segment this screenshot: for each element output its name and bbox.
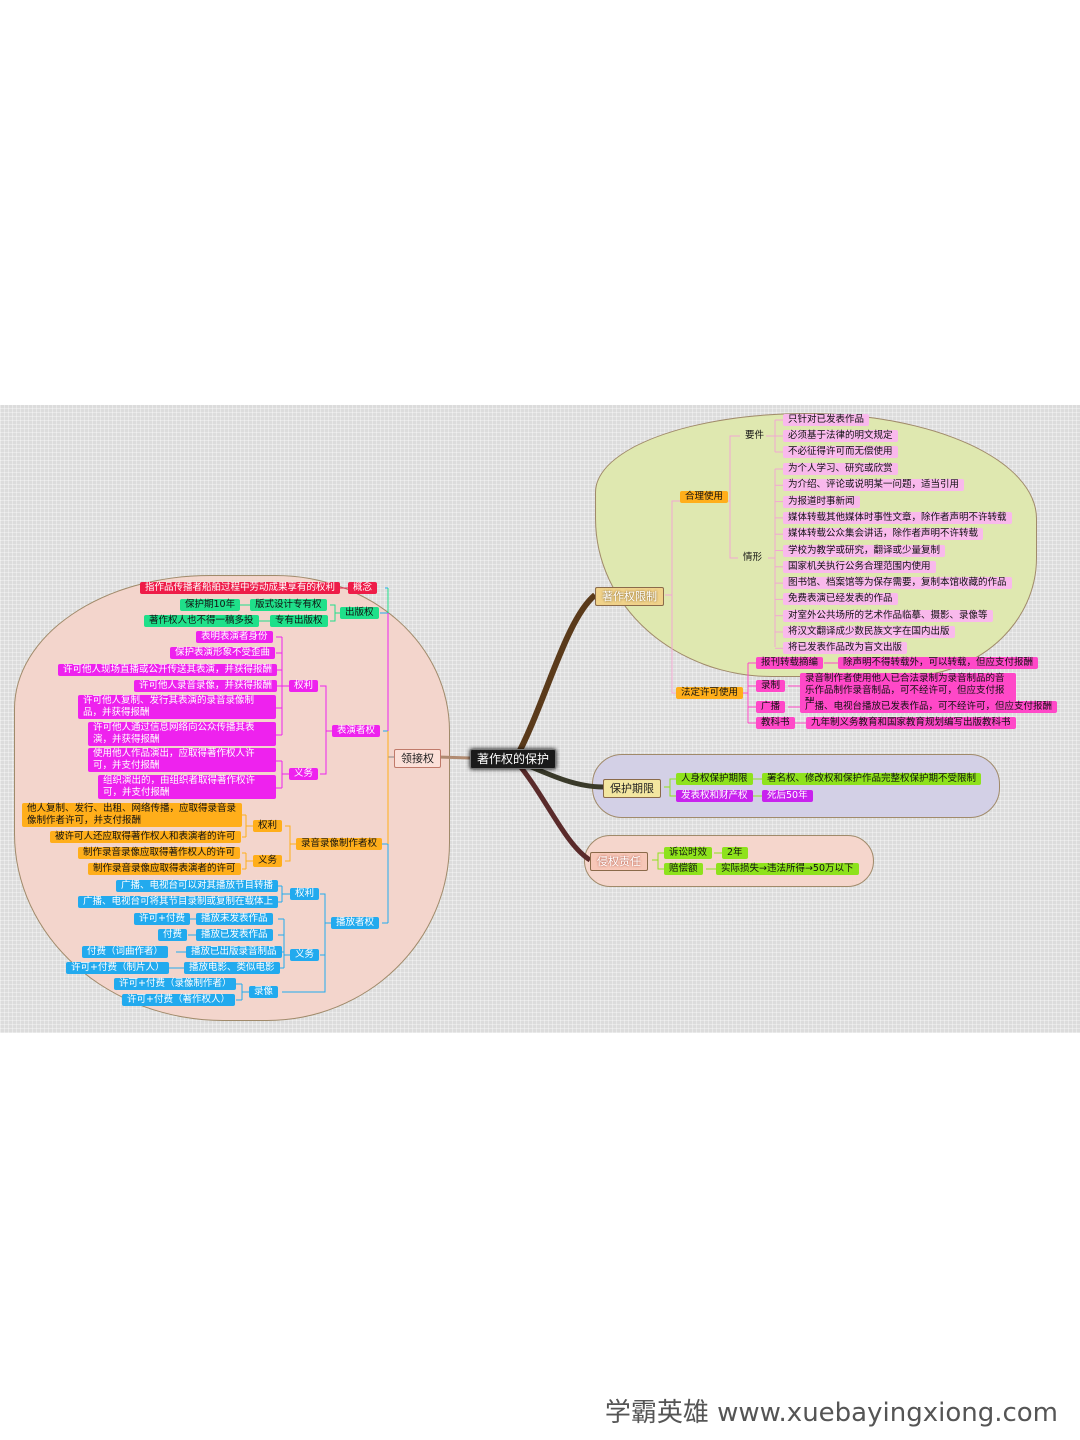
sit-item-5: 学校为教学或研究，翻译或少量复制 — [783, 544, 946, 557]
broadcaster-duty-desc-2: 付费（词曲作者） — [82, 946, 169, 958]
performer-duty-0: 使用他人作品演出，应取得著作权人许可，并支付报酬 — [88, 748, 276, 772]
broadcaster-duty-desc-3: 许可+付费（制片人） — [66, 962, 170, 974]
statutory-desc-0: 除声明不得转载外，可以转载，但应支付报酬 — [838, 657, 1039, 669]
term-desc-0: 署名权、修改权和保护作品完整权保护期不受限制 — [762, 773, 982, 785]
concept-desc: 指作品传播者船舶过程中劳动成果享有的权利 — [140, 582, 341, 594]
mindmap-canvas: 著作权的保护 著作权限制 合理使用 要件 只针对已发表作品必须基于法律的明文规定… — [0, 405, 1080, 1033]
situations-node[interactable]: 情形 — [743, 552, 763, 563]
infringe-node[interactable]: 侵权责任 — [590, 852, 648, 871]
sit-item-11: 将已发表作品改为盲文出版 — [783, 642, 908, 655]
site-watermark: 学霸英雄 www.xuebayingxiong.com — [604, 1398, 1058, 1428]
connector-lines — [168, 419, 838, 1001]
publish-desc-1: 著作权人也不得一稿多投 — [144, 615, 259, 627]
concept-node[interactable]: 概念 — [348, 582, 378, 594]
recorder-duty-0: 制作录音录像应取得著作权人的许可 — [78, 847, 241, 859]
root-node[interactable]: 著作权的保护 — [470, 749, 557, 769]
performer-right-1: 保护表演形象不受歪曲 — [170, 647, 276, 659]
broadcaster-duty-label-3[interactable]: 播放电影、类似电影 — [184, 962, 280, 974]
recorder-right-0: 他人复制、发行、出租、网络传播，应取得录音录像制作者许可，并支付报酬 — [22, 803, 242, 827]
publish-desc-0: 保护期10年 — [180, 599, 241, 611]
statutory-node[interactable]: 法定许可使用 — [676, 687, 744, 699]
infringe-desc-1: 实际损失→违法所得→50万以下 — [716, 863, 859, 875]
broadcaster-right-0: 广播、电视台可以对其播放节目转播 — [116, 880, 279, 892]
broadcaster-duty-label-2[interactable]: 播放已出版录音制品 — [186, 946, 282, 958]
term-node[interactable]: 保护期限 — [603, 779, 661, 798]
recorder-node[interactable]: 录音录像制作者权 — [296, 838, 383, 850]
performer-right-5: 许可他人通过信息网络向公众传播其表演，并获得报酬 — [88, 722, 276, 746]
performer-duties-node[interactable]: 义务 — [289, 768, 319, 780]
sit-item-10: 将汉文翻译成少数民族文字在国内出版 — [783, 626, 955, 638]
performer-duty-1: 组织演出的，由组织者取得著作权许可，并支付报酬 — [98, 775, 276, 799]
broadcaster-duty-desc-1: 付费 — [158, 929, 188, 941]
broadcaster-duties-node[interactable]: 义务 — [290, 949, 320, 961]
recorder-rights-node[interactable]: 权利 — [253, 820, 283, 832]
term-label-0[interactable]: 人身权保护期限 — [676, 773, 753, 785]
recorder-right-1: 被许可人还应取得著作权人和表演者的许可 — [50, 831, 241, 843]
performer-node[interactable]: 表演者权 — [332, 725, 381, 737]
sit-item-0: 为个人学习、研究或欣赏 — [783, 463, 898, 475]
limit-node[interactable]: 著作权限制 — [595, 587, 664, 606]
performer-right-3: 许可他人录音录像，并获得报酬 — [134, 680, 278, 692]
recorder-duty-1: 制作录音录像应取得表演者的许可 — [88, 863, 241, 875]
publish-node[interactable]: 出版权 — [340, 607, 379, 619]
infringe-desc-0: 2年 — [722, 847, 748, 859]
statutory-label-3[interactable]: 教科书 — [756, 717, 795, 729]
req-item-0: 只针对已发表作品 — [783, 414, 870, 426]
sit-item-9: 对室外公共场所的艺术作品临摹、摄影、录像等 — [783, 609, 993, 622]
publish-label-1[interactable]: 专有出版权 — [270, 615, 328, 627]
broadcaster-video-1: 许可+付费（著作权人） — [122, 994, 235, 1006]
sit-item-1: 为介绍、评论或说明某一问题，适当引用 — [783, 479, 965, 492]
broadcaster-duty-label-1[interactable]: 播放已发表作品 — [196, 929, 273, 941]
broadcaster-video-node[interactable]: 录像 — [249, 986, 279, 998]
infringe-label-1[interactable]: 赔偿额 — [664, 863, 703, 875]
requirements-node[interactable]: 要件 — [745, 430, 765, 441]
req-item-1: 必须基于法律的明文规定 — [783, 430, 898, 442]
statutory-label-1[interactable]: 录制 — [756, 680, 786, 692]
recorder-duties-node[interactable]: 义务 — [253, 855, 283, 867]
sit-item-7: 图书馆、档案馆等为保存需要，复制本馆收藏的作品 — [783, 577, 1012, 590]
broadcaster-right-1: 广播、电视台可将其节目录制或复制在载体上 — [78, 896, 279, 908]
broadcaster-rights-node[interactable]: 权利 — [290, 888, 320, 900]
req-item-2: 不必征得许可而无偿使用 — [783, 446, 898, 458]
broadcaster-duty-label-0[interactable]: 播放未发表作品 — [196, 913, 273, 925]
sit-item-8: 免费表演已经发表的作品 — [783, 593, 898, 606]
statutory-desc-2: 广播、电视台播放已发表作品，可不经许可，但应支付报酬 — [800, 701, 1058, 713]
broadcaster-video-0: 许可+付费（录像制作者） — [114, 978, 237, 990]
sit-item-6: 国家机关执行公务合理范围内使用 — [783, 560, 936, 573]
broadcaster-duty-desc-0: 许可+付费 — [134, 913, 190, 925]
sit-item-4: 媒体转载公众集会讲话，除作者声明不许转载 — [783, 528, 984, 541]
neighbor-rights-node[interactable]: 领接权 — [394, 749, 441, 768]
sit-item-3: 媒体转载其他媒体时事性文章，除作者声明不许转载 — [783, 511, 1012, 524]
infringe-label-0[interactable]: 诉讼时效 — [664, 847, 713, 859]
term-label-1[interactable]: 发表权和财产权 — [676, 790, 753, 802]
fair-use-node[interactable]: 合理使用 — [680, 491, 729, 503]
performer-right-4: 许可他人复制、发行其表演的录音录像制品，并获得报酬 — [78, 695, 276, 719]
statutory-label-0[interactable]: 报刊转载摘编 — [756, 657, 824, 669]
performer-rights-node[interactable]: 权利 — [289, 680, 319, 692]
statutory-label-2[interactable]: 广播 — [756, 701, 786, 713]
performer-right-2: 许可他人现场直播或公开传送其表演，并获得报酬 — [58, 664, 278, 676]
performer-right-0: 表明表演者身份 — [196, 631, 273, 643]
broadcaster-node[interactable]: 播放者权 — [331, 917, 380, 929]
publish-label-0[interactable]: 版式设计专有权 — [250, 599, 327, 611]
statutory-desc-3: 九年制义务教育和国家教育规划编写出版教科书 — [806, 717, 1016, 729]
term-desc-1: 死后50年 — [762, 790, 813, 802]
sit-item-2: 为报道时事新闻 — [783, 495, 860, 508]
